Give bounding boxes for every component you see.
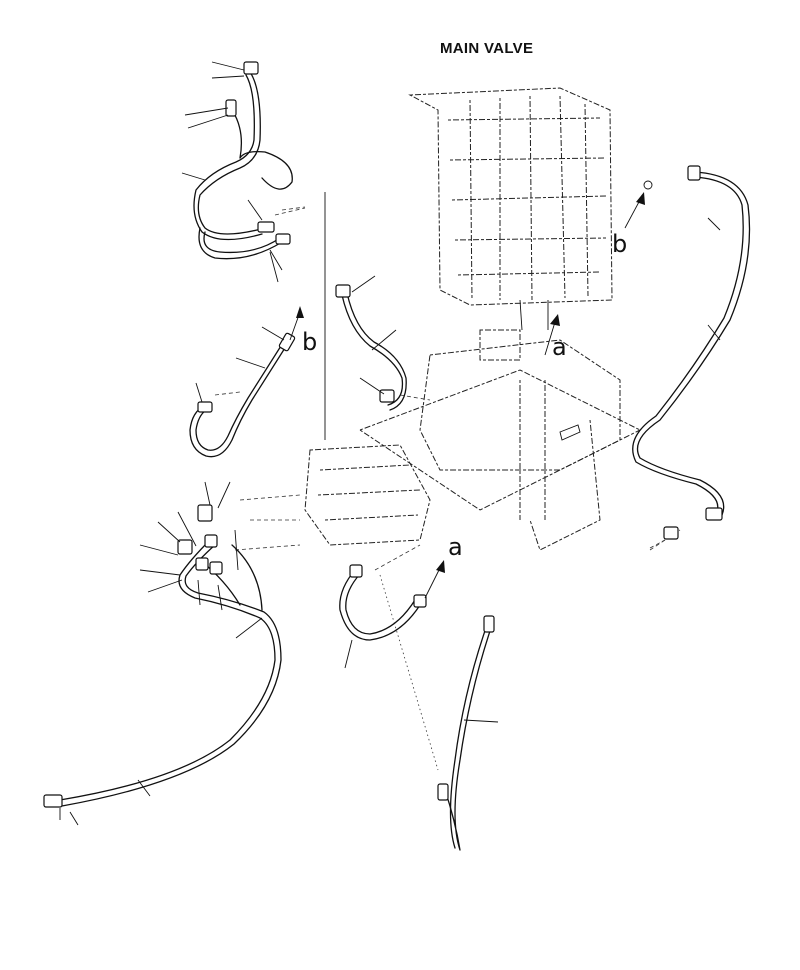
hose-end-fitting bbox=[437, 783, 449, 801]
connector-label-b-left: b bbox=[302, 328, 317, 356]
elbow-fitting bbox=[243, 61, 259, 75]
hose-long-bottom bbox=[437, 615, 499, 851]
pilot-valve-body bbox=[304, 192, 431, 546]
hose-center-lower bbox=[339, 560, 445, 669]
hose-end-fitting bbox=[43, 794, 63, 808]
hose-end-fitting bbox=[687, 165, 701, 181]
hose-end-fitting bbox=[257, 221, 275, 233]
hose-end-fitting bbox=[663, 526, 679, 540]
hose-end-fitting bbox=[413, 594, 427, 608]
valve-block-lower bbox=[359, 329, 641, 551]
hose-end-fitting bbox=[195, 557, 209, 571]
arrow-a-main-valve bbox=[544, 314, 560, 356]
connector-label-a-upper: a bbox=[552, 333, 567, 361]
hose-end-fitting bbox=[349, 564, 363, 578]
hose-center-upper bbox=[335, 275, 407, 411]
connector-lines bbox=[234, 207, 681, 771]
hose-end-fitting bbox=[483, 615, 495, 633]
hose-end-fitting bbox=[197, 401, 213, 413]
hose-end-fitting bbox=[275, 233, 291, 245]
hose-end-fitting bbox=[335, 284, 351, 298]
main-valve-body bbox=[408, 87, 613, 331]
hose-end-fitting bbox=[705, 507, 723, 521]
hose-end-fitting bbox=[278, 332, 296, 352]
hose-end-fitting bbox=[197, 504, 213, 522]
hose-group-upper-left bbox=[181, 61, 306, 283]
connector-label-a-lower: a bbox=[448, 533, 463, 561]
hose-end-fitting bbox=[379, 389, 395, 403]
hose-end-fitting bbox=[209, 561, 223, 575]
hose-group-lower-left bbox=[43, 481, 282, 826]
hose-end-fitting bbox=[204, 534, 218, 548]
hose-end-fitting bbox=[177, 539, 193, 555]
main-valve-title: MAIN VALVE bbox=[440, 40, 533, 57]
hose-b-left bbox=[189, 306, 304, 458]
hose-long-right bbox=[624, 165, 751, 549]
connector-label-b-right: b bbox=[612, 230, 627, 258]
